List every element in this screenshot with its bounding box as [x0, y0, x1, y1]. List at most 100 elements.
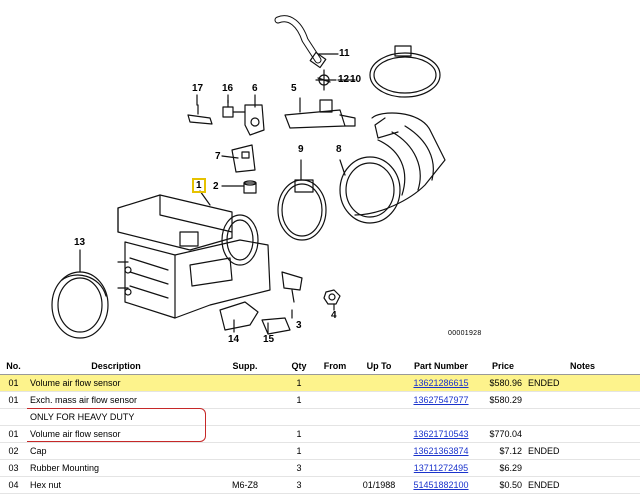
row-supp [205, 425, 285, 443]
col-header-no: No. [0, 358, 27, 375]
row-qty: 1 [285, 374, 313, 392]
parts-diagram: 1 2 3 4 5 6 7 8 9 10 11 12 13 14 15 16 1… [51, 15, 482, 345]
row-notes [525, 459, 640, 477]
callout-16[interactable]: 16 [222, 83, 234, 94]
row-price: $0.50 [481, 476, 525, 494]
callout-10[interactable]: 10 [350, 74, 362, 85]
row-up-to [357, 391, 401, 409]
row-description: Exch. mass air flow sensor [27, 391, 205, 409]
callout-13[interactable]: 13 [74, 237, 86, 248]
row-price: $580.96 [481, 374, 525, 392]
row-description: Cap [27, 442, 205, 460]
callout-14[interactable]: 14 [228, 334, 240, 345]
row-price: $770.04 [481, 425, 525, 443]
row-no: 01 [0, 391, 27, 409]
part-number-link[interactable]: 13711272495 [413, 463, 469, 473]
row-notes [525, 391, 640, 409]
row-qty: 1 [285, 391, 313, 409]
row-qty [285, 408, 313, 426]
row-part-number: 13621363874 [401, 442, 481, 460]
row-part-number: 13627547977 [401, 391, 481, 409]
callout-2[interactable]: 2 [213, 181, 219, 192]
callout-6[interactable]: 6 [252, 83, 258, 94]
col-header-qty: Qty [285, 358, 313, 375]
row-price: $6.29 [481, 459, 525, 477]
row-up-to [357, 459, 401, 477]
row-notes: ENDED [525, 442, 640, 460]
table-row[interactable]: ONLY FOR HEAVY DUTY [0, 408, 640, 426]
table-header-row: No. Description Supp. Qty From Up To Par… [0, 358, 640, 375]
row-no: 01 [0, 374, 27, 392]
row-from [313, 391, 357, 409]
row-no: 03 [0, 459, 27, 477]
row-supp: M6-Z8 [205, 476, 285, 494]
row-supp [205, 391, 285, 409]
row-up-to: 01/1988 [357, 476, 401, 494]
row-price: $580.29 [481, 391, 525, 409]
row-part-number: 13711272495 [401, 459, 481, 477]
row-up-to [357, 408, 401, 426]
row-part-number [401, 408, 481, 426]
row-from [313, 374, 357, 392]
callout-5[interactable]: 5 [291, 83, 297, 94]
row-up-to [357, 425, 401, 443]
row-notes [525, 425, 640, 443]
row-no [0, 408, 27, 426]
col-header-price: Price [481, 358, 525, 375]
row-from [313, 476, 357, 494]
row-from [313, 459, 357, 477]
callout-15[interactable]: 15 [263, 334, 275, 345]
row-supp [205, 442, 285, 460]
part-number-link[interactable]: 13621710543 [413, 429, 469, 439]
col-header-part-number: Part Number [401, 358, 481, 375]
row-from [313, 425, 357, 443]
row-supp [205, 459, 285, 477]
row-part-number: 51451882100 [401, 476, 481, 494]
callout-12[interactable]: 12 [338, 74, 350, 85]
row-notes: ENDED [525, 374, 640, 392]
row-up-to [357, 374, 401, 392]
parts-table-container: No. Description Supp. Qty From Up To Par… [0, 358, 640, 494]
part-number-link[interactable]: 51451882100 [413, 480, 469, 490]
row-no: 04 [0, 476, 27, 494]
part-number-link[interactable]: 13627547977 [413, 395, 469, 405]
col-header-up-to: Up To [357, 358, 401, 375]
row-qty: 3 [285, 476, 313, 494]
row-qty: 1 [285, 425, 313, 443]
row-supp [205, 408, 285, 426]
row-price [481, 408, 525, 426]
col-header-supp: Supp. [205, 358, 285, 375]
diagram-drawing [51, 15, 446, 339]
row-description: ONLY FOR HEAVY DUTY [27, 408, 205, 426]
row-description: Rubber Mounting [27, 459, 205, 477]
figure-id: 00001928 [448, 330, 482, 337]
row-qty: 1 [285, 442, 313, 460]
row-description: Volume air flow sensor [27, 425, 205, 443]
row-description: Volume air flow sensor [27, 374, 205, 392]
callout-8[interactable]: 8 [336, 144, 342, 155]
callout-9[interactable]: 9 [298, 144, 304, 155]
row-no: 01 [0, 425, 27, 443]
row-notes [525, 408, 640, 426]
row-from [313, 408, 357, 426]
row-part-number: 13621286615 [401, 374, 481, 392]
row-description: Hex nut [27, 476, 205, 494]
col-header-from: From [313, 358, 357, 375]
row-supp [205, 374, 285, 392]
callout-7[interactable]: 7 [215, 151, 221, 162]
parts-table: No. Description Supp. Qty From Up To Par… [0, 358, 640, 494]
part-number-link[interactable]: 13621286615 [413, 378, 469, 388]
callout-3[interactable]: 3 [296, 320, 302, 331]
callout-4[interactable]: 4 [331, 310, 337, 321]
part-number-link[interactable]: 13621363874 [413, 446, 469, 456]
callout-1[interactable]: 1 [192, 178, 206, 193]
callout-17[interactable]: 17 [192, 83, 204, 94]
callout-11[interactable]: 11 [339, 48, 350, 59]
